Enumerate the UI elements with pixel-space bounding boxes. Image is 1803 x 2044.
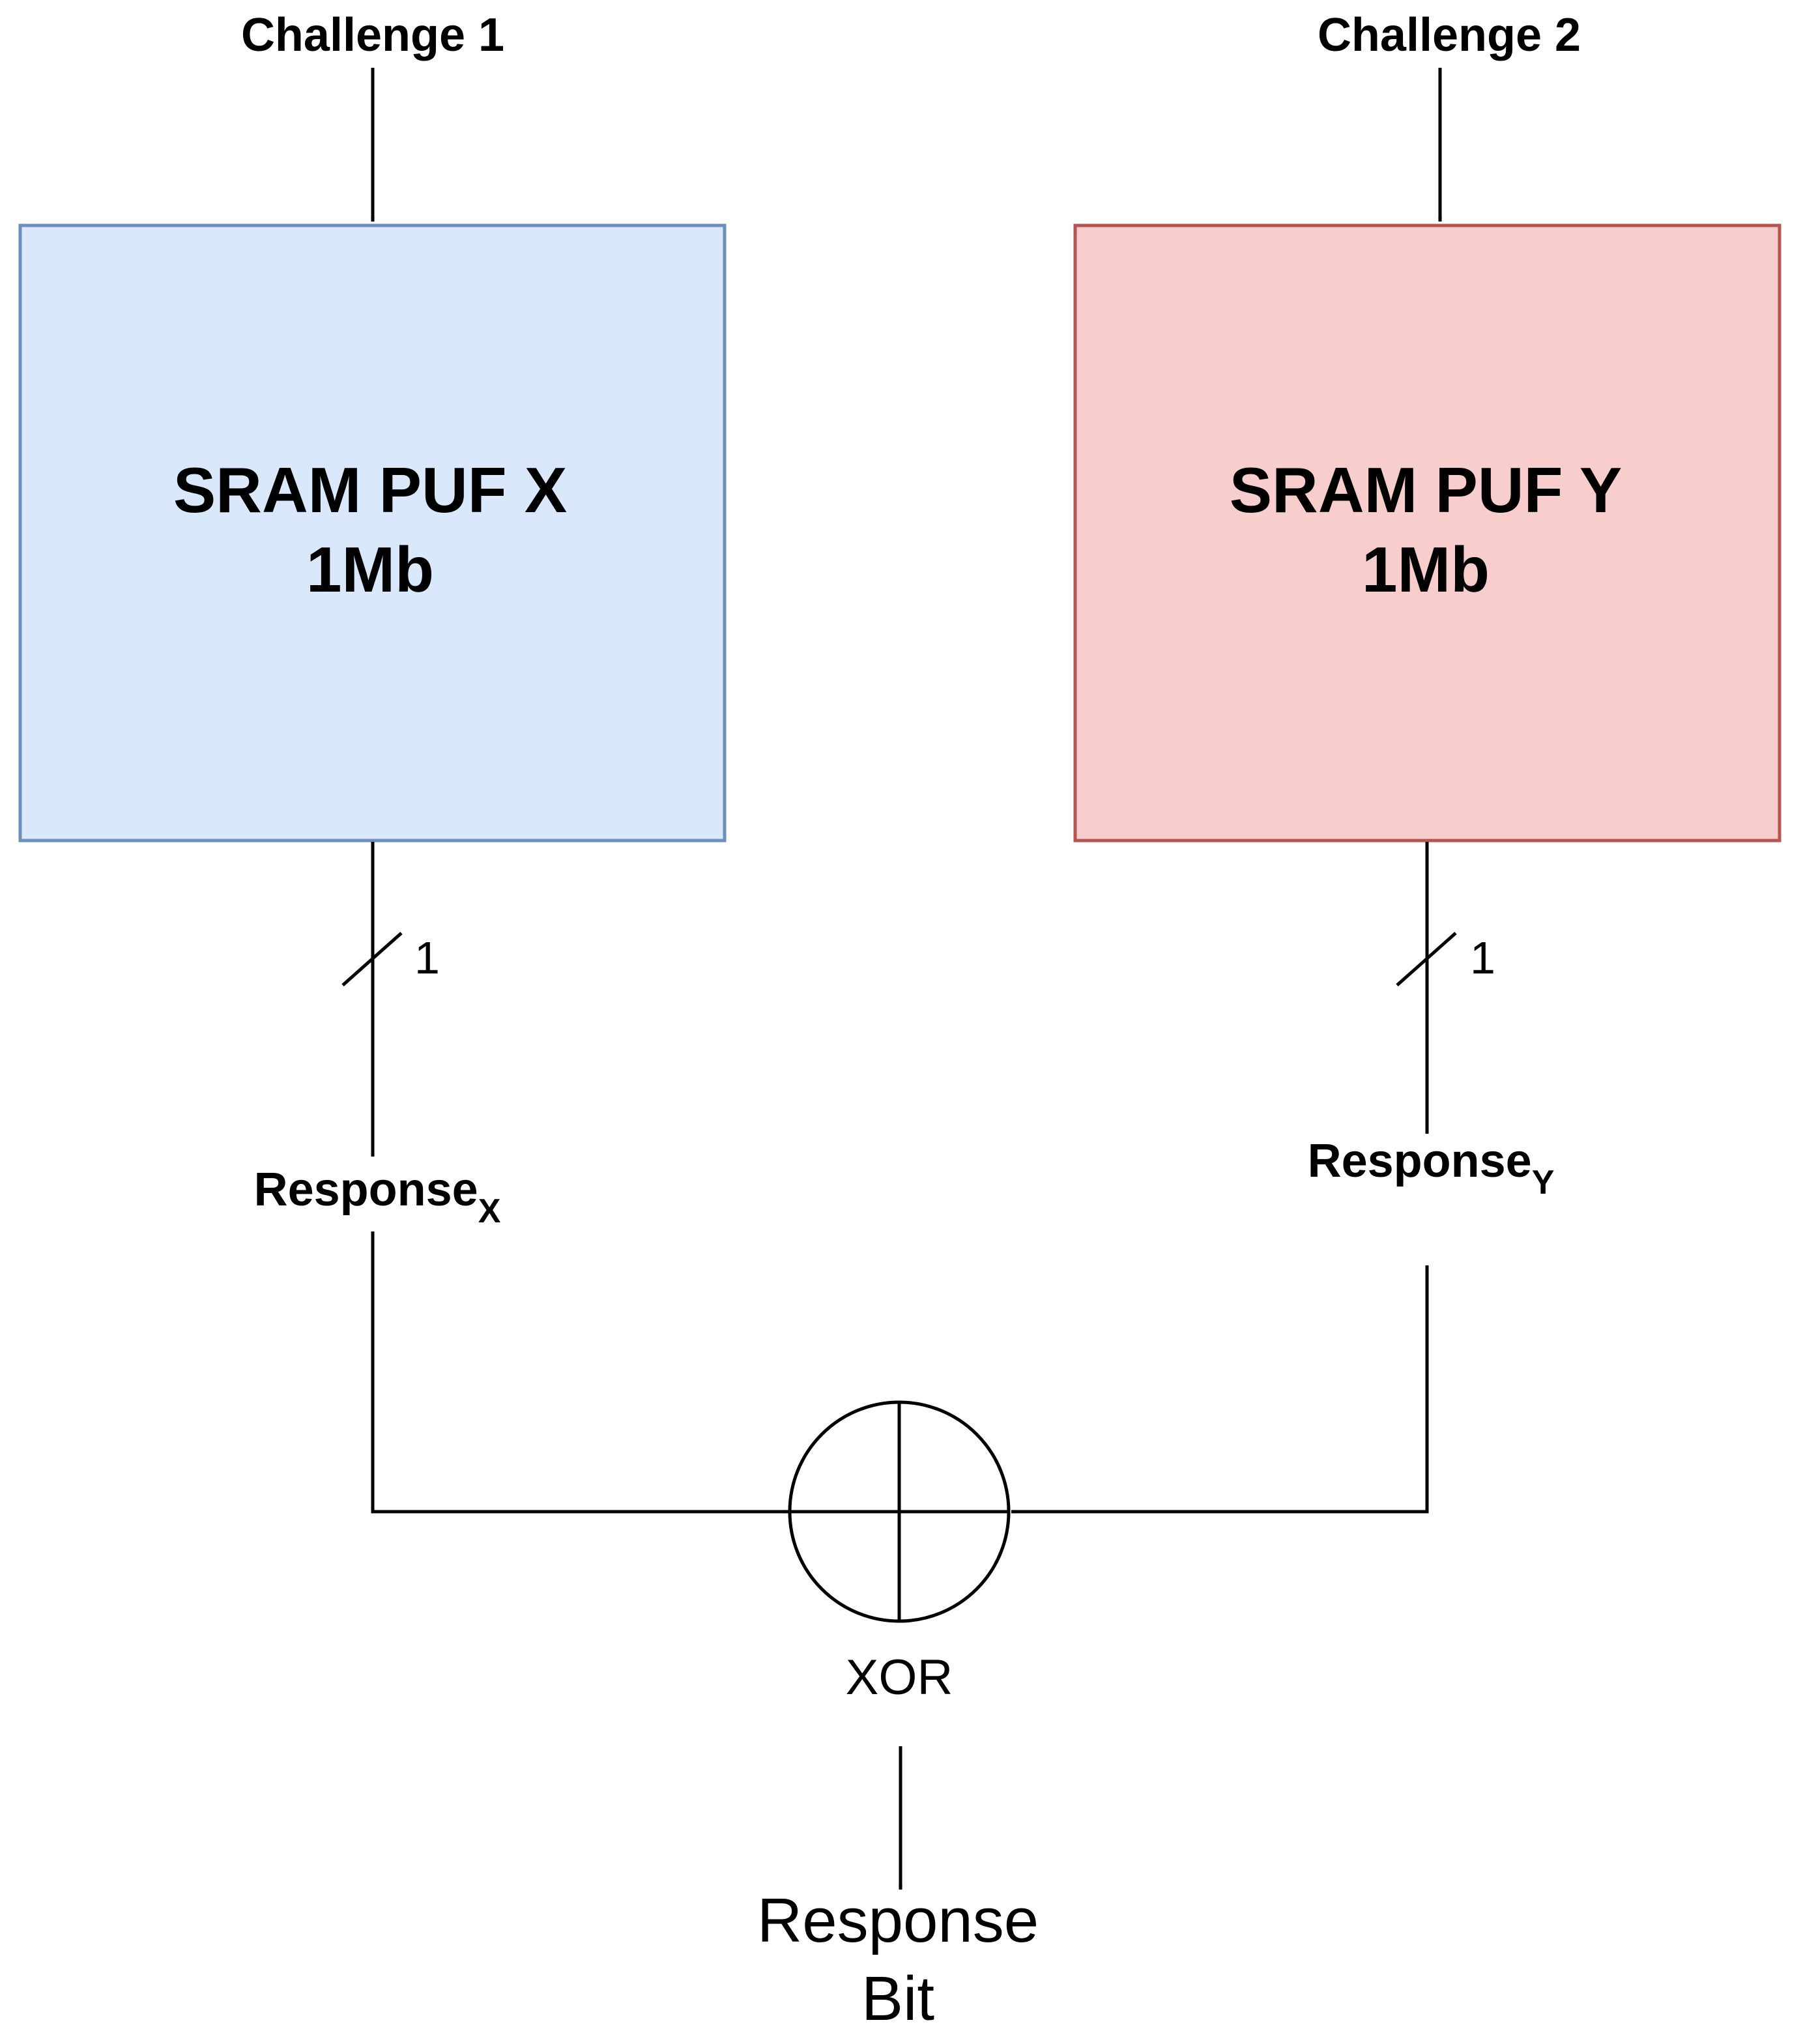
- response-y-label: ResponseY: [1308, 1135, 1555, 1202]
- challenge-2-label: Challenge 2: [1318, 9, 1581, 61]
- response-bit-line2: Bit: [861, 1964, 934, 2034]
- response-x-base: Response: [254, 1164, 478, 1216]
- challenge-1-label: Challenge 1: [241, 9, 504, 61]
- response-y-subscript: Y: [1532, 1164, 1555, 1202]
- sram-puf-x-block: [18, 223, 727, 842]
- sram-puf-y-name: SRAM PUF Y: [1230, 454, 1623, 526]
- response-y-wire: [1011, 1265, 1429, 1514]
- bus-width-right-label: 1: [1470, 932, 1495, 983]
- response-x-wire: [371, 1231, 789, 1514]
- response-y-base: Response: [1308, 1135, 1532, 1187]
- sram-puf-y-size: 1Mb: [1362, 534, 1490, 605]
- bus-width-slash-right: [1396, 932, 1457, 986]
- bus-width-slash-left: [341, 932, 403, 986]
- response-x-label: ResponseX: [254, 1164, 501, 1230]
- sram-puf-x-size: 1Mb: [306, 534, 434, 605]
- sram-puf-x-name: SRAM PUF X: [173, 454, 567, 526]
- xor-gate: [788, 1400, 1011, 1623]
- sram-puf-y-block: [1073, 223, 1781, 842]
- bus-width-left-label: 1: [414, 932, 440, 983]
- response-x-subscript: X: [478, 1192, 501, 1230]
- response-bit-line1: Response: [757, 1886, 1039, 1955]
- xor-label: XOR: [846, 1650, 953, 1705]
